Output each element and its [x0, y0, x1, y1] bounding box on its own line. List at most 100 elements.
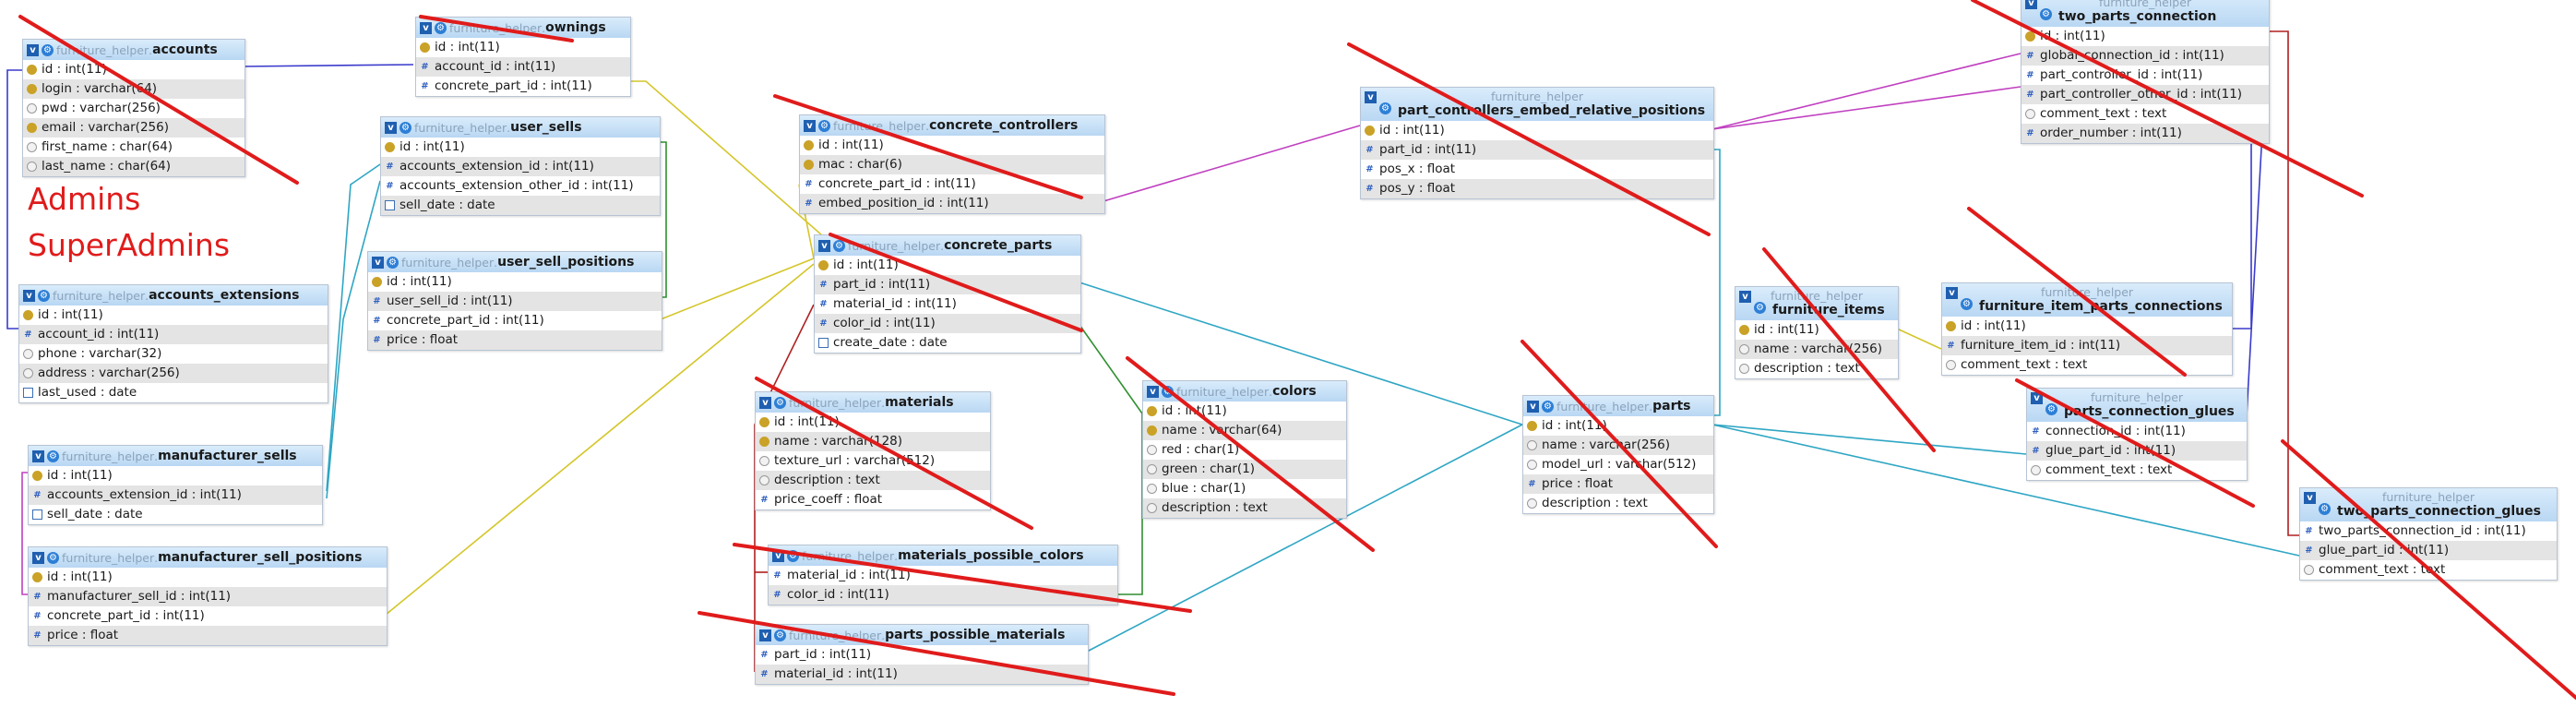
column-row[interactable]: id : int(11) [19, 306, 328, 325]
column-row[interactable]: #pos_x : float [1361, 160, 1713, 179]
table-header[interactable]: v⚙furniture_helper.concrete_controllers [800, 115, 1104, 136]
column-row[interactable]: address : varchar(256) [19, 364, 328, 383]
v-collapse-icon[interactable]: v [1739, 291, 1751, 303]
column-row[interactable]: id : int(11) [1143, 401, 1346, 421]
column-row[interactable]: id : int(11) [23, 60, 244, 79]
column-row[interactable]: name : varchar(256) [1735, 340, 1898, 359]
column-row[interactable]: #accounts_extension_id : int(11) [381, 157, 660, 176]
gear-icon[interactable]: ⚙ [435, 21, 447, 34]
v-collapse-icon[interactable]: v [23, 289, 35, 302]
column-row[interactable]: sell_date : date [381, 196, 660, 215]
gear-icon[interactable]: ⚙ [1379, 102, 1391, 114]
column-row[interactable]: id : int(11) [756, 413, 990, 432]
column-row[interactable]: #part_controller_other_id : int(11) [2021, 85, 2269, 104]
column-row[interactable]: #accounts_extension_id : int(11) [29, 485, 322, 505]
column-row[interactable]: #part_controller_id : int(11) [2021, 66, 2269, 85]
column-row[interactable]: #manufacturer_sell_id : int(11) [29, 587, 387, 606]
table-header[interactable]: v⚙furniture_helper.user_sells [381, 117, 660, 138]
gear-icon[interactable]: ⚙ [1542, 400, 1554, 413]
v-collapse-icon[interactable]: v [1147, 385, 1159, 398]
column-row[interactable]: id : int(11) [800, 136, 1104, 155]
column-row[interactable]: id : int(11) [1361, 121, 1713, 140]
table-header[interactable]: v⚙furniture_helper.user_sell_positions [368, 252, 662, 272]
column-row[interactable]: #account_id : int(11) [19, 325, 328, 344]
column-row[interactable]: #material_id : int(11) [769, 566, 1117, 585]
column-row[interactable]: #account_id : int(11) [416, 57, 630, 77]
column-row[interactable]: #part_id : int(11) [756, 645, 1088, 665]
column-row[interactable]: email : varchar(256) [23, 118, 244, 138]
column-row[interactable]: id : int(11) [416, 38, 630, 57]
table-header[interactable]: v⚙furniture_helper.accounts_extensions [19, 285, 328, 306]
column-row[interactable]: #price : float [368, 330, 662, 350]
column-row[interactable]: id : int(11) [2021, 27, 2269, 46]
column-row[interactable]: phone : varchar(32) [19, 344, 328, 364]
column-row[interactable]: id : int(11) [1523, 416, 1713, 436]
column-row[interactable]: description : text [1143, 498, 1346, 518]
column-row[interactable]: #material_id : int(11) [756, 665, 1088, 684]
v-collapse-icon[interactable]: v [1946, 287, 1958, 299]
gear-icon[interactable]: ⚙ [47, 449, 59, 462]
gear-icon[interactable]: ⚙ [833, 239, 845, 252]
column-row[interactable]: #part_id : int(11) [815, 275, 1080, 294]
column-row[interactable]: comment_text : text [2021, 104, 2269, 124]
gear-icon[interactable]: ⚙ [787, 549, 799, 562]
column-row[interactable]: sell_date : date [29, 505, 322, 524]
column-row[interactable]: #glue_part_id : int(11) [2027, 441, 2247, 461]
gear-icon[interactable]: ⚙ [400, 121, 411, 134]
column-row[interactable]: #price : float [29, 626, 387, 645]
table-parts-possible-materials[interactable]: v⚙furniture_helper.parts_possible_materi… [755, 624, 1089, 685]
column-row[interactable]: pwd : varchar(256) [23, 99, 244, 118]
column-row[interactable]: name : varchar(256) [1523, 436, 1713, 455]
v-collapse-icon[interactable]: v [759, 396, 771, 409]
gear-icon[interactable]: ⚙ [387, 256, 399, 269]
column-row[interactable]: #concrete_part_id : int(11) [416, 77, 630, 96]
column-row[interactable]: last_name : char(64) [23, 157, 244, 176]
column-row[interactable]: id : int(11) [1942, 317, 2232, 336]
v-collapse-icon[interactable]: v [420, 21, 432, 34]
column-row[interactable]: #price : float [1523, 474, 1713, 494]
column-row[interactable]: last_used : date [19, 383, 328, 402]
v-collapse-icon[interactable]: v [372, 256, 384, 269]
column-row[interactable]: comment_text : text [1942, 355, 2232, 375]
column-row[interactable]: #pos_y : float [1361, 179, 1713, 198]
column-row[interactable]: description : text [1735, 359, 1898, 378]
v-collapse-icon[interactable]: v [32, 449, 44, 462]
table-header[interactable]: v⚙furniture_helper.materials [756, 392, 990, 413]
column-row[interactable]: #color_id : int(11) [815, 314, 1080, 333]
gear-icon[interactable]: ⚙ [774, 629, 786, 641]
column-row[interactable]: description : text [1523, 494, 1713, 513]
gear-icon[interactable]: ⚙ [42, 43, 54, 56]
column-row[interactable]: #color_id : int(11) [769, 585, 1117, 605]
gear-icon[interactable]: ⚙ [2319, 503, 2331, 515]
v-collapse-icon[interactable]: v [772, 549, 784, 562]
column-row[interactable]: #furniture_item_id : int(11) [1942, 336, 2232, 355]
gear-icon[interactable]: ⚙ [818, 119, 830, 132]
column-row[interactable]: #concrete_part_id : int(11) [800, 174, 1104, 194]
v-collapse-icon[interactable]: v [385, 121, 397, 134]
table-header[interactable]: v⚙furniture_helper.manufacturer_sells [29, 446, 322, 466]
column-row[interactable]: #connection_id : int(11) [2027, 422, 2247, 441]
column-row[interactable]: id : int(11) [1735, 320, 1898, 340]
v-collapse-icon[interactable]: v [32, 551, 44, 564]
gear-icon[interactable]: ⚙ [774, 396, 786, 409]
column-row[interactable]: #two_parts_connection_id : int(11) [2300, 521, 2557, 541]
table-header[interactable]: v⚙furniture_helper.parts_possible_materi… [756, 625, 1088, 645]
table-header[interactable]: v⚙furniture_helper.parts [1523, 396, 1713, 416]
gear-icon[interactable]: ⚙ [1961, 298, 1973, 310]
column-row[interactable]: #embed_position_id : int(11) [800, 194, 1104, 213]
